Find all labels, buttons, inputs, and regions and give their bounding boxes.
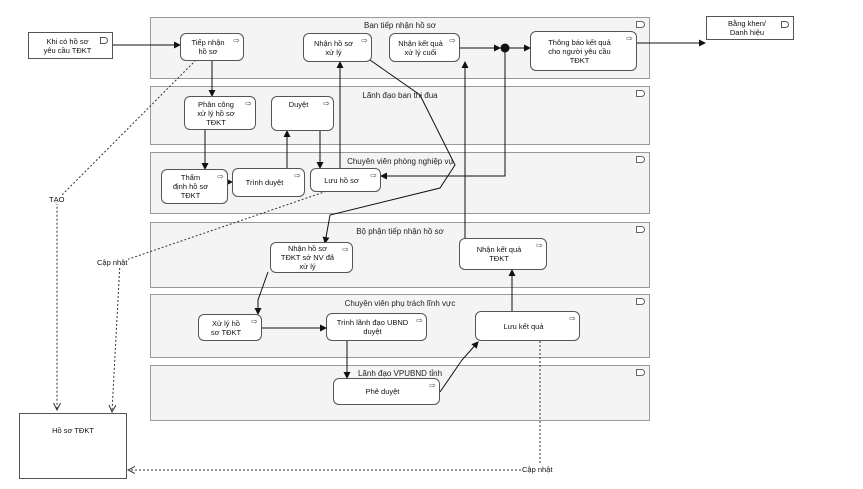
assoc-luu-kq-to-datastore bbox=[128, 341, 541, 470]
arrow-icon: ⇨ bbox=[370, 171, 377, 180]
arrow-icon: ⇨ bbox=[536, 241, 543, 250]
start-event-label: Khi có hồ sơ yêu cầu TĐKT bbox=[43, 36, 92, 55]
lane-title: Lãnh đạo ban thi đua bbox=[362, 91, 438, 100]
task-luu-ket-qua[interactable]: Lưu kết quả ⇨ bbox=[475, 311, 580, 341]
start-event[interactable]: Khi có hồ sơ yêu cầu TĐKT bbox=[28, 32, 113, 59]
task-label: Nhận kết quả TĐKT bbox=[476, 245, 522, 263]
assoc-tiep-nhan-to-datastore bbox=[57, 59, 197, 410]
end-event-label: Bằng khen/ Danh hiệu bbox=[728, 19, 766, 37]
task-label: Nhận hồ sơ xử lý bbox=[313, 38, 354, 57]
assoc-luu-to-datastore bbox=[112, 189, 331, 412]
task-nhan-ket-qua-tdkt[interactable]: Nhận kết quả TĐKT ⇨ bbox=[459, 238, 547, 270]
task-trinh-duyet[interactable]: Trình duyệt ⇨ bbox=[232, 168, 305, 197]
task-xu-ly-ho-so[interactable]: Xử lý hồ sơ TĐKT ⇨ bbox=[198, 314, 262, 341]
lane-title: Chuyên viên phụ trách lĩnh vực bbox=[344, 299, 456, 308]
task-phan-cong[interactable]: Phân công xử lý hồ sơ TĐKT ⇨ bbox=[184, 96, 256, 130]
arrow-icon: ⇨ bbox=[429, 381, 436, 390]
task-tham-dinh[interactable]: Thẩm định hồ sơ TĐKT ⇨ bbox=[161, 169, 228, 204]
lane-icon bbox=[636, 298, 645, 305]
task-luu-ho-so[interactable]: Lưu hồ sơ ⇨ bbox=[310, 168, 381, 192]
arrow-icon: ⇨ bbox=[449, 36, 456, 45]
flow-gateway-to-luu bbox=[380, 52, 506, 180]
task-duyet[interactable]: Duyệt ⇨ bbox=[271, 96, 334, 131]
task-label: Thông báo kết quả cho người yêu cầu TĐKT bbox=[548, 37, 611, 65]
lane-icon bbox=[636, 21, 645, 28]
flow-nhan-nv-to-xu-ly bbox=[254, 271, 269, 315]
event-icon bbox=[781, 21, 789, 28]
task-label: Thẩm định hồ sơ TĐKT bbox=[172, 173, 209, 200]
task-thong-bao-ket-qua[interactable]: Thông báo kết quả cho người yêu cầu TĐKT… bbox=[530, 31, 637, 71]
label-tao: TẠO bbox=[48, 195, 66, 204]
gateway-dot bbox=[500, 43, 510, 53]
arrow-icon: ⇨ bbox=[626, 34, 633, 43]
end-event[interactable]: Bằng khen/ Danh hiệu bbox=[706, 16, 794, 40]
flow-phe-duyet-to-luu-kq bbox=[439, 341, 479, 393]
task-label: Nhận kết quả xử lý cuối bbox=[398, 38, 443, 57]
lane-title: Chuyên viên phòng nghiệp vụ bbox=[347, 157, 453, 166]
lane-title: Lãnh đạo VPUBND tỉnh bbox=[357, 369, 443, 378]
arrow-icon: ⇨ bbox=[233, 36, 240, 45]
arrow-icon: ⇨ bbox=[342, 245, 349, 254]
lane-icon bbox=[636, 156, 645, 163]
arrow-icon: ⇨ bbox=[217, 172, 224, 181]
lane-title: Bộ phận tiếp nhận hồ sơ bbox=[356, 227, 444, 236]
task-nhan-ho-so-xu-ly[interactable]: Nhận hồ sơ xử lý ⇨ bbox=[303, 33, 372, 62]
task-tiep-nhan-ho-so[interactable]: Tiếp nhận hồ sơ ⇨ bbox=[180, 33, 244, 61]
task-label: Tiếp nhận hồ sơ bbox=[191, 38, 225, 56]
flow-nhan-xu-ly-to-nhan-nv bbox=[322, 59, 456, 244]
task-label: Xử lý hồ sơ TĐKT bbox=[210, 318, 242, 337]
task-label: Duyệt bbox=[288, 100, 309, 109]
arrow-icon: ⇨ bbox=[251, 317, 258, 326]
task-phe-duyet[interactable]: Phê duyệt ⇨ bbox=[333, 378, 440, 405]
lane-icon bbox=[636, 226, 645, 233]
task-label: Phân công xử lý hồ sơ TĐKT bbox=[197, 99, 235, 127]
lane-bo-phan-tiep-nhan: Bộ phận tiếp nhận hồ sơ bbox=[150, 222, 650, 288]
arrow-icon: ⇨ bbox=[323, 99, 330, 108]
lane-icon bbox=[636, 369, 645, 376]
arrow-icon: ⇨ bbox=[416, 316, 423, 325]
label-cap-nhat-left: Cập nhật bbox=[96, 258, 129, 267]
arrow-icon: ⇨ bbox=[569, 314, 576, 323]
task-label: Lưu hồ sơ bbox=[324, 175, 359, 185]
task-trinh-lanh-dao[interactable]: Trình lãnh đạo UBND duyệt ⇨ bbox=[326, 313, 427, 341]
task-label: Lưu kết quả bbox=[503, 321, 544, 331]
task-label: Trình lãnh đạo UBND duyệt bbox=[336, 318, 409, 336]
event-icon bbox=[100, 37, 108, 44]
datastore-label: Hồ sơ TĐKT bbox=[52, 426, 94, 435]
datastore-ho-so-tdkt[interactable]: Hồ sơ TĐKT bbox=[19, 413, 127, 479]
task-label: Nhận hồ sơ TĐKT sở NV đã xử lý bbox=[280, 244, 335, 271]
arrow-icon: ⇨ bbox=[361, 36, 368, 45]
label-cap-nhat-bottom: Cập nhật bbox=[521, 465, 554, 474]
task-label: Trình duyệt bbox=[245, 178, 284, 187]
arrow-icon: ⇨ bbox=[245, 99, 252, 108]
task-nhan-ket-qua-cuoi[interactable]: Nhận kết quả xử lý cuối ⇨ bbox=[389, 33, 460, 62]
task-nhan-ho-so-nv[interactable]: Nhận hồ sơ TĐKT sở NV đã xử lý ⇨ bbox=[270, 242, 353, 273]
lane-title: Ban tiếp nhận hồ sơ bbox=[364, 21, 436, 30]
lane-icon bbox=[636, 90, 645, 97]
arrow-icon: ⇨ bbox=[294, 171, 301, 180]
task-label: Phê duyệt bbox=[365, 387, 400, 396]
